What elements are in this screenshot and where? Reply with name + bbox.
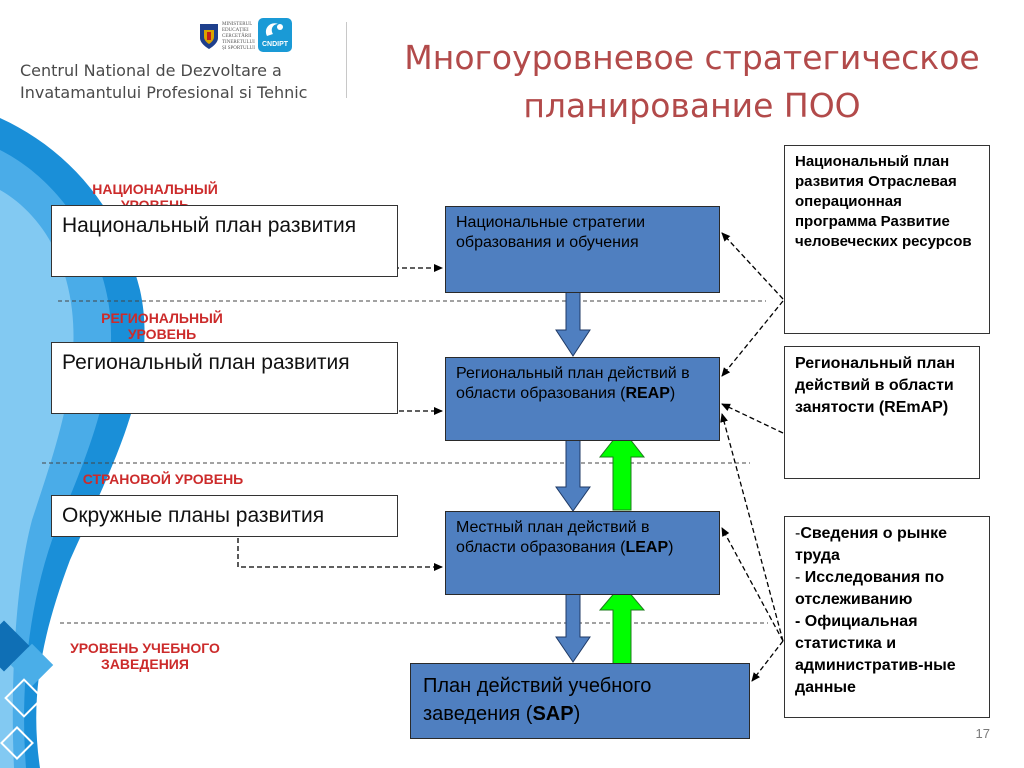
reap-box: Региональный план действий в области обр… (445, 357, 720, 441)
pale-wave-shape (0, 190, 74, 768)
diamond-outline-shape (64, 727, 96, 759)
organization-name: Centrul National de Dezvoltare a Invatam… (20, 60, 307, 104)
level-label-school: УРОВЕНЬ УЧЕБНОГО ЗАВЕДЕНИЯ (70, 640, 220, 672)
ministry-line: MINISTERUL (222, 22, 253, 27)
diamond-outline-shape (57, 648, 95, 686)
page-number: 17 (975, 726, 990, 741)
diamond-outline-shape (0, 726, 34, 760)
leap-text: Местный план действий в области образова… (456, 519, 650, 556)
slide-title: Многоуровневое стратегическое планирован… (360, 34, 1024, 130)
level-label-country: СТРАНОВОЙ УРОВЕНЬ (82, 471, 244, 487)
ministry-line: EDUCAȚIEI (222, 28, 249, 33)
organization-name-line-2: Invatamantului Profesional si Tehnic (20, 83, 308, 102)
data-source-item-market: -Сведения о рынке труда (795, 523, 979, 567)
cndipt-logo-text: CNDIPT (261, 41, 289, 48)
ministry-line: TINERETULUI (222, 40, 255, 45)
data-sources-info-box: -Сведения о рынке труда - Исследования п… (784, 516, 990, 718)
leap-code: LEAP (625, 539, 669, 556)
ministry-line: CERCETĂRII (222, 34, 252, 39)
reap-text: Региональный план действий в области обр… (456, 365, 690, 402)
ministry-line: ȘI SPORTULUI (222, 46, 255, 51)
organization-name-line-1: Centrul National de Dezvoltare a (20, 61, 282, 80)
sap-close: ) (573, 703, 581, 725)
national-plan-box: Национальный план развития (51, 205, 398, 277)
slide-title-line-2: планирование ПОО (523, 86, 861, 125)
data-source-item-research: - Исследования по отслеживанию (795, 567, 979, 611)
list-dash: - (795, 525, 801, 542)
market-text: Сведения о рынке труда (795, 525, 947, 564)
national-info-box: Национальный план развития Отраслевая оп… (784, 145, 990, 334)
list-dash: - (795, 569, 805, 586)
district-plan-box: Окружные планы развития (51, 495, 398, 537)
diamond-outline-shape (4, 678, 44, 718)
reap-close: ) (669, 385, 676, 402)
cndipt-swirl-icon (265, 23, 283, 36)
regional-plan-box: Региональный план развития (51, 342, 398, 414)
sap-code: SAP (532, 703, 574, 725)
regional-info-box: Региональный план действий в области зан… (784, 346, 980, 479)
sap-text: План действий учебного заведения ( (423, 675, 652, 725)
data-source-item-statistics: - Официальная статистика и административ… (795, 613, 956, 696)
leap-close: ) (668, 539, 674, 556)
sap-box: План действий учебного заведения (SAP) (410, 663, 750, 739)
national-strategies-box: Национальные стратегии образования и обу… (445, 206, 720, 293)
ministry-crest-icon (200, 24, 218, 49)
leap-box: Местный план действий в области образова… (445, 511, 720, 595)
diamond-shape (0, 620, 30, 672)
research-text: Исследования по отслеживанию (795, 569, 945, 608)
ministry-text: MINISTERUL EDUCAȚIEI CERCETĂRII TINERETU… (222, 22, 256, 52)
header-divider (346, 22, 347, 98)
cndipt-logo: CNDIPT (258, 18, 292, 52)
reap-code: REAP (625, 385, 670, 402)
level-label-regional: РЕГИОНАЛЬНЫЙ УРОВЕНЬ (101, 310, 223, 342)
slide-title-line-1: Многоуровневое стратегическое (404, 38, 980, 77)
